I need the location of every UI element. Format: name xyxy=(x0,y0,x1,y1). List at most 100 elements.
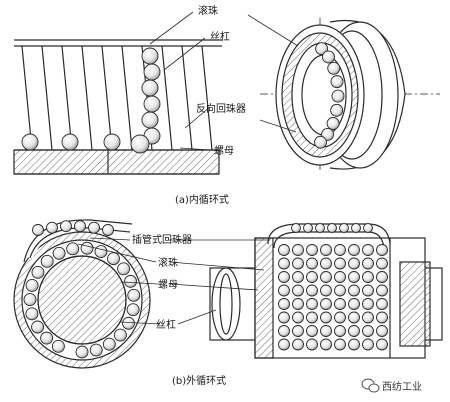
grid-ball xyxy=(362,325,374,337)
watermark-text: 西纺工业 xyxy=(382,380,422,393)
grid-ball xyxy=(306,244,318,256)
grid-ball xyxy=(320,244,332,256)
grid-ball xyxy=(362,338,374,351)
grid-ball xyxy=(376,298,388,310)
grid-ball xyxy=(334,338,346,351)
groove-ball xyxy=(61,133,79,151)
grid-ball xyxy=(278,244,290,256)
grid-ball xyxy=(376,338,388,351)
ring-ball xyxy=(52,246,66,260)
internal-nut-3d xyxy=(260,18,440,172)
grid-ball xyxy=(320,298,332,310)
grid-ball xyxy=(320,338,332,351)
label-ball-top: 滚珠 xyxy=(198,4,218,17)
tube-ball xyxy=(32,224,44,236)
arc-ball xyxy=(322,50,335,64)
tube-ball xyxy=(88,221,100,234)
ring-ball xyxy=(117,262,131,276)
column-ball xyxy=(141,111,159,129)
arc-ball xyxy=(327,61,341,75)
grid-ball xyxy=(334,244,346,256)
column-ball xyxy=(141,47,159,65)
arc-ball xyxy=(331,89,345,103)
arc-ball xyxy=(326,117,340,130)
wechat-icon xyxy=(361,378,380,393)
grid-ball xyxy=(334,311,346,324)
thread-flank-line xyxy=(81,45,93,151)
grid-ball xyxy=(362,284,374,297)
top-leaders xyxy=(149,11,299,151)
label-screw-top: 丝杠 xyxy=(210,30,230,43)
grid-ball xyxy=(320,325,332,337)
grid-ball xyxy=(292,284,304,297)
caption-internal: (a)内循环式 xyxy=(175,193,229,206)
ring-ball xyxy=(31,265,45,279)
grid-ball xyxy=(292,338,304,351)
grid-ball xyxy=(348,271,360,283)
ring-ball xyxy=(124,274,137,288)
ring-ball xyxy=(25,278,39,292)
grid-ball xyxy=(334,325,346,337)
tube-ball xyxy=(339,223,349,233)
label-deflector: 反向回珠器 xyxy=(196,102,246,115)
grid-ball xyxy=(376,244,388,256)
grid-ball xyxy=(306,338,318,351)
grid-ball xyxy=(334,284,346,297)
grid-ball xyxy=(278,311,290,324)
ring-ball xyxy=(126,303,140,317)
grid-ball xyxy=(306,257,318,270)
ring-ball xyxy=(94,245,108,259)
ring-ball xyxy=(127,288,141,302)
ring-ball xyxy=(102,337,116,351)
grid-ball xyxy=(320,311,332,324)
grid-ball xyxy=(306,325,318,337)
tube-ball xyxy=(315,223,325,233)
grid-ball xyxy=(348,284,360,297)
label-nut-bottom: 螺母 xyxy=(158,279,178,291)
tube-ball xyxy=(102,224,114,236)
ring-ball xyxy=(75,345,89,359)
tube-ball xyxy=(303,223,313,233)
grid-ball xyxy=(278,257,290,270)
ring-ball xyxy=(89,343,103,357)
column-ball xyxy=(130,134,150,154)
grid-ball xyxy=(292,325,304,337)
grid-ball xyxy=(306,271,318,283)
ring-ball xyxy=(113,328,127,342)
arc-ball xyxy=(315,42,329,56)
grid-ball xyxy=(348,298,360,310)
internal-section-view xyxy=(13,39,222,175)
thread-flank-line xyxy=(41,45,53,151)
ring-ball xyxy=(122,316,135,330)
grid-ball xyxy=(320,257,332,270)
grid-ball xyxy=(292,311,304,324)
thread-flank-line xyxy=(101,45,113,151)
thread-flank-line xyxy=(161,45,173,151)
grid-ball xyxy=(348,311,360,324)
grid-ball xyxy=(362,257,374,270)
column-ball xyxy=(143,63,161,81)
grid-ball xyxy=(320,284,332,297)
grid-ball xyxy=(306,298,318,310)
tube-ball xyxy=(363,223,373,233)
tube-ball xyxy=(327,223,337,233)
grid-ball xyxy=(320,271,332,283)
arc-ball xyxy=(330,103,344,117)
grid-ball xyxy=(348,244,360,256)
thread-flank-line xyxy=(121,45,133,151)
grid-ball xyxy=(306,311,318,324)
thread-flank-line xyxy=(201,45,213,151)
ring-ball xyxy=(51,339,65,353)
grid-ball xyxy=(362,271,374,283)
grid-ball xyxy=(334,298,346,310)
thread-flank-line xyxy=(21,45,33,151)
grid-ball xyxy=(376,257,388,270)
grid-ball xyxy=(306,284,318,297)
tube-ball xyxy=(291,223,301,233)
caption-external: (b)外循环式 xyxy=(172,374,226,387)
grid-ball xyxy=(376,311,388,324)
grid-ball xyxy=(292,298,304,310)
thread-flank-line xyxy=(181,45,193,151)
label-return-tube: 插管式回珠器 xyxy=(132,233,192,246)
